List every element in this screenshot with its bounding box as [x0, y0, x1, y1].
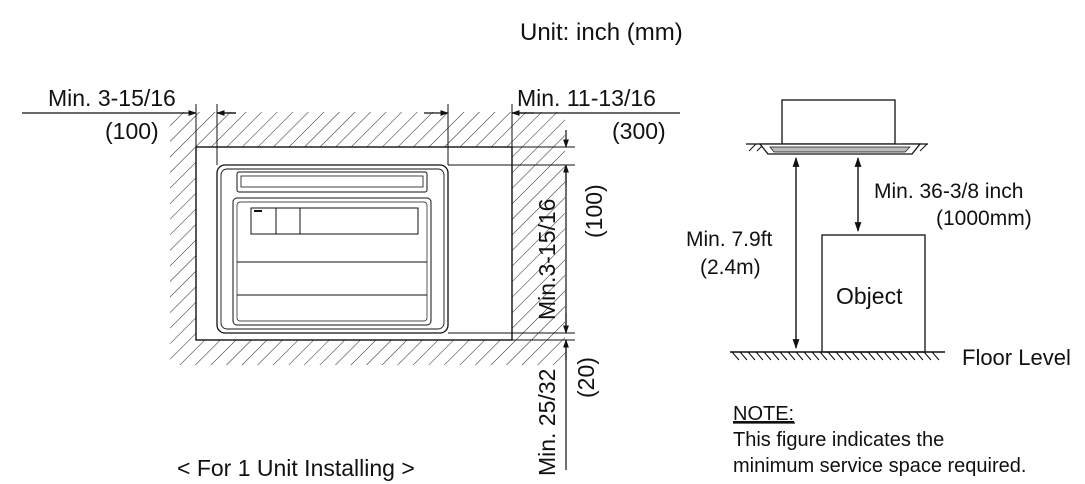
unit-label: Unit: inch (mm) [520, 19, 683, 46]
floor-hatch [731, 351, 940, 361]
plan-view: Min. 3-15/16 (100) Min. 11-13/16 (300) M… [22, 85, 680, 481]
floor-label: Floor Level [962, 345, 1071, 370]
side-view: Object [686, 99, 1071, 370]
bottom-clearance-metric: (20) [573, 357, 599, 398]
left-clearance-metric: (100) [105, 118, 159, 144]
gap-label: Min. 36-3/8 inch [874, 180, 1023, 203]
note-line-2: minimum service space required. [733, 455, 1026, 477]
bottom-clearance-value: Min. 25/32 [534, 369, 560, 476]
note-heading: NOTE: [733, 403, 794, 425]
top-clearance-value: Min.3-15/16 [534, 199, 560, 320]
right-clearance-metric: (300) [612, 118, 666, 144]
note-line-1: This figure indicates the [733, 429, 944, 451]
left-clearance-value: Min. 3-15/16 [48, 85, 176, 111]
object-box [821, 234, 926, 353]
note-block: NOTE: This figure indicates the minimum … [733, 403, 1026, 477]
height-label: Min. 7.9ft [686, 228, 773, 251]
louver-strip [236, 171, 428, 193]
gap-metric: (1000mm) [936, 207, 1032, 230]
top-clearance-metric: (100) [581, 184, 607, 238]
ceiling-unit [781, 99, 896, 145]
object-label: Object [836, 283, 903, 309]
plan-caption: < For 1 Unit Installing > [177, 455, 415, 481]
height-metric: (2.4m) [700, 256, 761, 279]
right-clearance-value: Min. 11-13/16 [517, 85, 656, 111]
